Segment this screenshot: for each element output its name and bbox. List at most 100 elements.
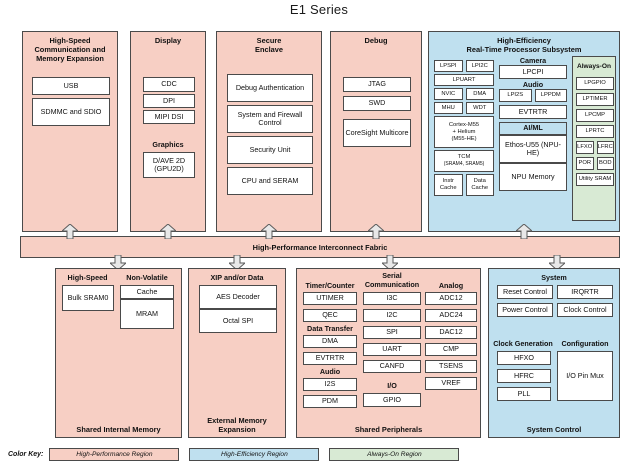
block-mram[interactable]: MRAM bbox=[120, 299, 174, 329]
block-security-unit[interactable]: Security Unit bbox=[227, 136, 313, 164]
block-spi[interactable]: SPI bbox=[363, 326, 421, 339]
block-dma-periph[interactable]: DMA bbox=[303, 335, 357, 348]
region-external-memory-expansion: XIP and/or Data AES Decoder Octal SPI Ex… bbox=[188, 268, 286, 438]
block-i3c[interactable]: I3C bbox=[363, 292, 421, 305]
block-cpu-seram[interactable]: CPU and SERAM bbox=[227, 167, 313, 195]
block-por[interactable]: POR bbox=[576, 157, 594, 170]
block-power-control[interactable]: Power Control bbox=[497, 303, 553, 317]
block-mipi-dsi[interactable]: MIPI DSI bbox=[143, 110, 195, 124]
block-dac12[interactable]: DAC12 bbox=[425, 326, 477, 339]
block-evtrtr-he[interactable]: EVTRTR bbox=[499, 105, 567, 119]
block-reset-control[interactable]: Reset Control bbox=[497, 285, 553, 299]
region-secure-enclave: Secure Enclave Debug Authentication Syst… bbox=[216, 31, 322, 232]
region-always-on: Always-On LPGPIO LPTIMER LPCMP LPRTC LFX… bbox=[572, 56, 616, 221]
block-cmp[interactable]: CMP bbox=[425, 343, 477, 356]
block-clock-control[interactable]: Clock Control bbox=[557, 303, 613, 317]
he-core-column: LPSPI LPI2C LPUART NVIC DMA MHU WDT Cort… bbox=[434, 60, 494, 196]
region-title: High-Efficiency Real-Time Processor Subs… bbox=[466, 36, 582, 54]
block-octal-spi[interactable]: Octal SPI bbox=[199, 309, 277, 333]
block-wdt[interactable]: WDT bbox=[465, 102, 494, 114]
block-canfd[interactable]: CANFD bbox=[363, 360, 421, 373]
region-debug: Debug JTAG SWD CoreSight Multicore bbox=[330, 31, 422, 232]
block-dave-2d-gpu2d[interactable]: D/AVE 2D (GPU2D) bbox=[143, 152, 195, 178]
legend-key-high-performance: High-Performance Region bbox=[49, 447, 180, 461]
block-mhu[interactable]: MHU bbox=[434, 102, 463, 114]
high-speed-label: High-Speed bbox=[67, 273, 108, 282]
legend-key-high-efficiency: High-Efficiency Region bbox=[189, 447, 320, 461]
region-system-control: System Reset Control IRQRTR Power Contro… bbox=[488, 268, 620, 438]
block-io-pin-mux[interactable]: I/O Pin Mux bbox=[557, 351, 613, 401]
block-lpuart[interactable]: LPUART bbox=[434, 74, 494, 86]
region-shared-internal-memory: High-Speed Bulk SRAM0 Non-Volatile Cache… bbox=[55, 268, 182, 438]
block-lppdm[interactable]: LPPDM bbox=[534, 89, 567, 102]
block-swd[interactable]: SWD bbox=[343, 96, 411, 111]
block-qec[interactable]: QEC bbox=[303, 309, 357, 322]
block-aes-decoder[interactable]: AES Decoder bbox=[199, 285, 277, 309]
io-label: I/O bbox=[387, 381, 397, 390]
block-adc12[interactable]: ADC12 bbox=[425, 292, 477, 305]
region-title: Secure Enclave bbox=[255, 36, 283, 54]
block-lfxo[interactable]: LFXO bbox=[576, 141, 594, 154]
audio-label-periph: Audio bbox=[319, 367, 341, 376]
block-system-firewall-control[interactable]: System and Firewall Control bbox=[227, 105, 313, 133]
block-cortex-m55-helium[interactable]: Cortex-M55 + Helium (M55-HE) bbox=[434, 116, 494, 148]
block-lpgpio[interactable]: LPGPIO bbox=[576, 77, 614, 90]
block-instr-cache[interactable]: Instr Cache bbox=[434, 174, 463, 196]
region-title: Debug bbox=[364, 36, 388, 45]
block-lprtc[interactable]: LPRTC bbox=[576, 125, 614, 138]
block-jtag[interactable]: JTAG bbox=[343, 77, 411, 92]
block-irqrtr[interactable]: IRQRTR bbox=[557, 285, 613, 299]
block-npu-memory[interactable]: NPU Memory bbox=[499, 163, 567, 191]
block-evtrtr-periph[interactable]: EVTRTR bbox=[303, 352, 357, 365]
block-lptimer[interactable]: LPTIMER bbox=[576, 93, 614, 106]
block-tcm[interactable]: TCM (SRAM4, SRAM5) bbox=[434, 150, 494, 172]
block-nvic[interactable]: NVIC bbox=[434, 88, 463, 100]
clock-generation-label: Clock Generation bbox=[493, 339, 553, 348]
audio-label: Audio bbox=[522, 80, 544, 89]
block-ethos-u55-npu-he[interactable]: Ethos-U55 (NPU-HE) bbox=[499, 135, 567, 163]
block-pdm[interactable]: PDM bbox=[303, 395, 357, 408]
timer-counter-label: Timer/Counter bbox=[305, 281, 355, 290]
block-uart[interactable]: UART bbox=[363, 343, 421, 356]
block-debug-authentication[interactable]: Debug Authentication bbox=[227, 74, 313, 102]
block-sdmmc-sdio[interactable]: SDMMC and SDIO bbox=[32, 98, 110, 126]
system-label: System bbox=[541, 273, 567, 282]
interconnect-fabric: High-Performance Interconnect Fabric bbox=[20, 236, 620, 258]
block-lpcmp[interactable]: LPCMP bbox=[576, 109, 614, 122]
block-bod[interactable]: BOD bbox=[596, 157, 614, 170]
block-lpi2s[interactable]: LPI2S bbox=[499, 89, 532, 102]
block-dma[interactable]: DMA bbox=[465, 88, 494, 100]
block-coresight-multicore[interactable]: CoreSight Multicore bbox=[343, 119, 411, 147]
non-volatile-label: Non-Volatile bbox=[126, 273, 168, 282]
block-lpcpi[interactable]: LPCPI bbox=[499, 65, 567, 79]
block-gpio[interactable]: GPIO bbox=[363, 393, 421, 407]
block-usb[interactable]: USB bbox=[32, 77, 110, 95]
block-dpi[interactable]: DPI bbox=[143, 94, 195, 108]
arrow-up-display bbox=[160, 224, 176, 239]
graphics-label: Graphics bbox=[152, 140, 184, 149]
block-lpspi[interactable]: LPSPI bbox=[434, 60, 463, 72]
region-title: Shared Internal Memory bbox=[76, 425, 161, 434]
block-bulk-sram0[interactable]: Bulk SRAM0 bbox=[62, 285, 114, 311]
block-hfxo[interactable]: HFXO bbox=[497, 351, 551, 365]
block-lfrc[interactable]: LFRC bbox=[596, 141, 614, 154]
block-lpi2c[interactable]: LPI2C bbox=[465, 60, 494, 72]
color-key-label: Color Key: bbox=[8, 450, 44, 458]
arrow-down-system-control bbox=[549, 255, 565, 270]
block-vref[interactable]: VREF bbox=[425, 377, 477, 390]
block-i2c[interactable]: I2C bbox=[363, 309, 421, 322]
block-cache[interactable]: Cache bbox=[120, 285, 174, 299]
legend-key-always-on: Always-On Region bbox=[329, 447, 460, 461]
block-hfrc[interactable]: HFRC bbox=[497, 369, 551, 383]
block-cdc[interactable]: CDC bbox=[143, 77, 195, 92]
block-i2s[interactable]: I2S bbox=[303, 378, 357, 391]
block-data-cache[interactable]: Data Cache bbox=[465, 174, 494, 196]
block-adc24[interactable]: ADC24 bbox=[425, 309, 477, 322]
block-utimer[interactable]: UTIMER bbox=[303, 292, 357, 305]
arrow-up-debug bbox=[368, 224, 384, 239]
block-pll[interactable]: PLL bbox=[497, 387, 551, 401]
block-utility-sram[interactable]: Utility SRAM bbox=[576, 173, 614, 186]
block-tsens[interactable]: TSENS bbox=[425, 360, 477, 373]
xip-label: XIP and/or Data bbox=[210, 273, 264, 282]
page-title: E1 Series bbox=[289, 2, 349, 17]
